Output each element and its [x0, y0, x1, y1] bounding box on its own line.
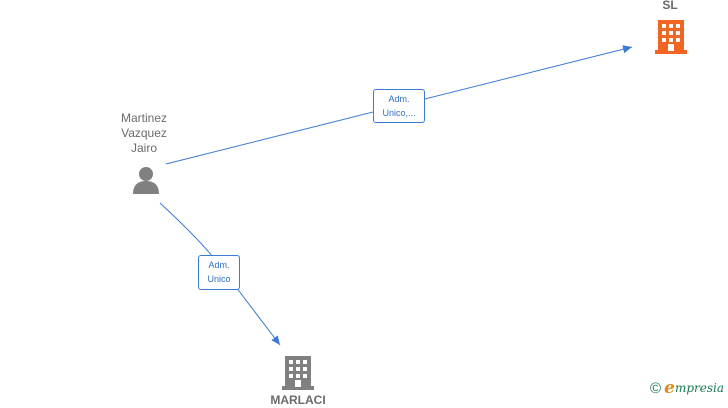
person-name-line: Vazquez [121, 126, 167, 140]
brand-initial: e [664, 378, 675, 398]
person-name-label[interactable]: Martinez Vazquez Jairo [104, 111, 184, 156]
edge-label-line: Unico,... [382, 108, 416, 118]
building-icon[interactable] [282, 356, 314, 390]
person-name-line: Jairo [130, 141, 157, 155]
empresia-watermark: © e mpresia [650, 378, 724, 398]
person-name-line: Martinez [120, 111, 167, 125]
edge-label-line: Unico [207, 274, 231, 284]
edge-label-role[interactable]: Adm. Unico [198, 255, 240, 290]
building-icon[interactable] [655, 20, 687, 54]
company-bottom-label[interactable]: MARLACI [270, 393, 326, 407]
company-top-label[interactable]: SL [662, 0, 678, 12]
copyright-symbol: © [650, 379, 662, 397]
edge-label-line: Adm. [208, 260, 230, 270]
person-icon[interactable] [131, 166, 161, 194]
edge-label-line: Adm. [388, 94, 410, 104]
edge-label-role[interactable]: Adm. Unico,... [373, 89, 425, 123]
brand-name: mpresia [674, 381, 724, 395]
